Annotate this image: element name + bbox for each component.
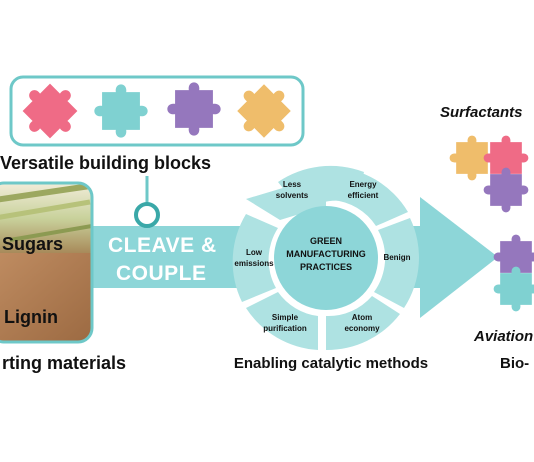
segment-label-low-line1: Low xyxy=(246,248,262,257)
product-label-aviation: Aviation xyxy=(474,328,534,345)
wheel-center-line1: GREEN xyxy=(309,236,342,246)
wheel-segment-benign xyxy=(374,218,419,308)
wheel-center-line2: MANUFACTURING xyxy=(286,249,366,259)
segment-label-benign: Benign xyxy=(383,253,411,262)
connector-circle-icon xyxy=(134,202,160,228)
segment-label-atom-line1: Atom xyxy=(351,313,373,322)
products-pieces xyxy=(449,135,534,312)
product-label-bio: Bio- xyxy=(500,355,530,372)
puzzle-piece-icon-teal-product xyxy=(493,266,534,312)
segment-label-simple-line1: Simple xyxy=(271,313,299,322)
puzzle-piece-icon-purple xyxy=(167,82,221,136)
product-label-surfactants: Surfactants xyxy=(440,104,523,121)
starting-materials-panel xyxy=(0,181,94,344)
process-label-line1: CLEAVE & xyxy=(108,234,217,257)
segment-label-atom-line2: economy xyxy=(344,324,380,333)
material-label-sugars: Sugars xyxy=(2,234,64,254)
building-blocks-title: Versatile building blocks xyxy=(0,153,212,173)
wheel-segment-atom-economy xyxy=(326,296,400,351)
segment-label-simple-line2: purification xyxy=(263,324,307,333)
catalytic-methods-caption: Enabling catalytic methods xyxy=(233,355,429,372)
catalytic-wheel xyxy=(232,165,419,351)
segment-label-less-line2: solvents xyxy=(275,191,309,200)
wheel-segment-low-emissions xyxy=(232,214,278,302)
wheel-center-line3: PRACTICES xyxy=(299,262,352,272)
segment-label-low-line2: emissions xyxy=(234,259,274,268)
process-label-line2: COUPLE xyxy=(116,262,207,285)
wheel-segment-simple-purification xyxy=(246,292,318,350)
segment-label-energy-line1: Energy xyxy=(349,180,377,189)
segment-label-energy-line2: efficient xyxy=(347,191,379,200)
wheel-segment-energy-efficient xyxy=(332,167,408,226)
wheel-center xyxy=(274,206,378,310)
material-label-lignin: Lignin xyxy=(4,307,58,327)
segment-label-less-line1: Less xyxy=(282,180,302,189)
starting-materials-caption: rting materials xyxy=(2,353,127,373)
building-blocks-panel xyxy=(9,72,305,150)
puzzle-piece-icon-teal xyxy=(94,84,148,138)
connector xyxy=(134,176,160,228)
puzzle-piece-icon-purple-product xyxy=(483,167,529,213)
